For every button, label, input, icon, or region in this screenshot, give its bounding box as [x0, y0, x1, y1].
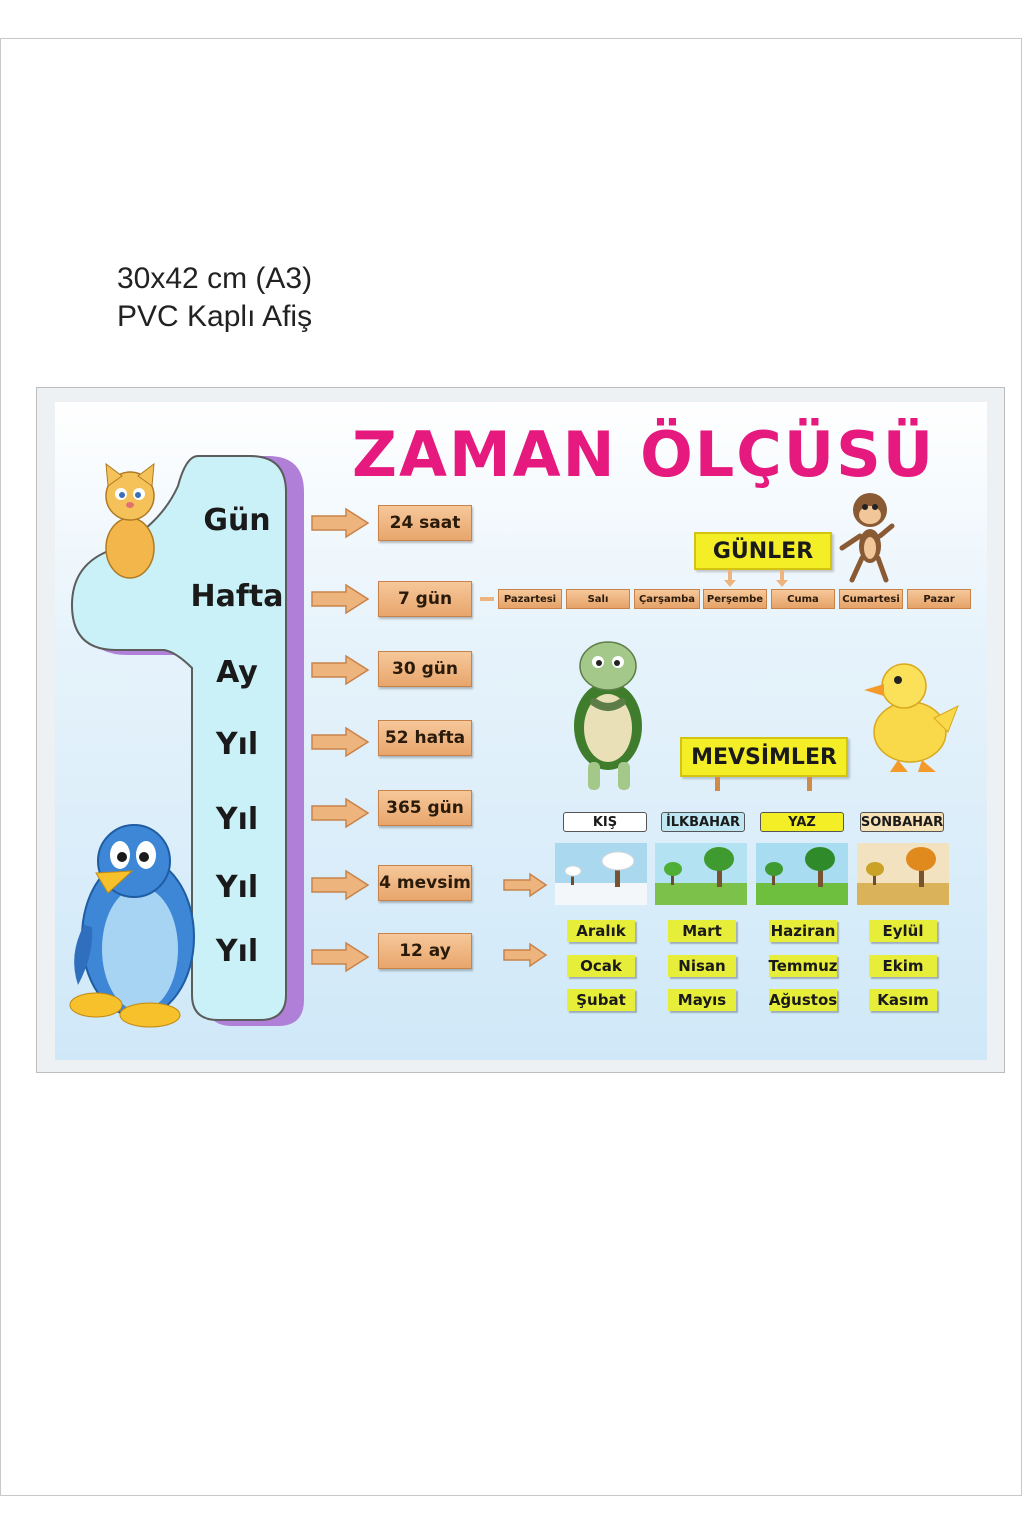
summer-scene-image: [756, 843, 848, 905]
unit-week: Hafta: [190, 579, 284, 614]
month-january: Ocak: [567, 955, 635, 977]
arrow-right-icon: [311, 726, 370, 758]
winter-scene-image: [555, 843, 647, 905]
month-may: Mayıs: [668, 989, 736, 1011]
arrow-right-icon: [311, 797, 370, 829]
day-sunday: Pazar: [907, 589, 971, 609]
arrow-right-icon: [311, 941, 370, 973]
turtle-icon: [574, 641, 642, 790]
caption-material: PVC Kaplı Afiş: [117, 300, 313, 333]
value-plank-year-days: 365 gün: [378, 790, 472, 826]
autumn-scene-image: [857, 843, 949, 905]
monkey-icon: [839, 493, 895, 583]
page-frame: [0, 38, 1022, 1496]
month-december: Aralık: [567, 920, 635, 942]
sign-post: [807, 777, 812, 791]
arrow-right-icon: [503, 942, 548, 968]
value-plank-weeks: 52 hafta: [378, 720, 472, 756]
season-spring-label: İLKBAHAR: [661, 812, 745, 832]
unit-year-1: Yıl: [215, 727, 259, 762]
seasons-heading-sign: MEVSİMLER: [680, 737, 848, 777]
poster-title: ZAMAN ÖLÇÜSÜ: [352, 418, 936, 491]
month-june: Haziran: [769, 920, 837, 942]
month-november: Kasım: [869, 989, 937, 1011]
value-plank-hours: 24 saat: [378, 505, 472, 541]
arrow-right-icon: [311, 507, 370, 539]
month-july: Temmuz: [768, 955, 838, 977]
unit-year-3: Yıl: [215, 870, 259, 905]
unit-month: Ay: [216, 655, 258, 690]
month-august: Ağustos: [768, 989, 838, 1011]
unit-day: Gün: [203, 503, 271, 538]
arrow-right-icon: [311, 654, 370, 686]
season-autumn-label: SONBAHAR: [860, 812, 944, 832]
season-summer-label: YAZ: [760, 812, 844, 832]
arrow-down-icon: [724, 570, 736, 587]
season-winter-label: KIŞ: [563, 812, 647, 832]
day-friday: Cuma: [771, 589, 835, 609]
day-tuesday: Salı: [566, 589, 630, 609]
arrow-right-icon: [311, 583, 370, 615]
arrow-down-icon: [776, 570, 788, 587]
unit-year-2: Yıl: [215, 802, 259, 837]
caption-size: 30x42 cm (A3): [117, 262, 313, 295]
penguin-icon: [69, 824, 195, 1028]
arrow-right-icon: [311, 869, 370, 901]
days-heading-sign: GÜNLER: [694, 532, 832, 570]
value-plank-month-days: 30 gün: [378, 651, 472, 687]
arrow-right-icon: [503, 872, 548, 898]
value-plank-months: 12 ay: [378, 933, 472, 969]
day-thursday: Perşembe: [703, 589, 767, 609]
sign-post: [715, 777, 720, 791]
month-march: Mart: [668, 920, 736, 942]
dash-connector: [480, 597, 494, 601]
month-october: Ekim: [869, 955, 937, 977]
day-saturday: Cumartesi: [839, 589, 903, 609]
day-monday: Pazartesi: [498, 589, 562, 609]
value-plank-days: 7 gün: [378, 581, 472, 617]
value-plank-seasons: 4 mevsim: [378, 865, 472, 901]
cat-icon: [105, 462, 155, 579]
month-september: Eylül: [869, 920, 937, 942]
unit-year-4: Yıl: [215, 934, 259, 969]
spring-scene-image: [655, 843, 747, 905]
month-february: Şubat: [567, 989, 635, 1011]
month-april: Nisan: [668, 955, 736, 977]
day-wednesday: Çarşamba: [634, 589, 700, 609]
duck-icon: [864, 663, 959, 772]
